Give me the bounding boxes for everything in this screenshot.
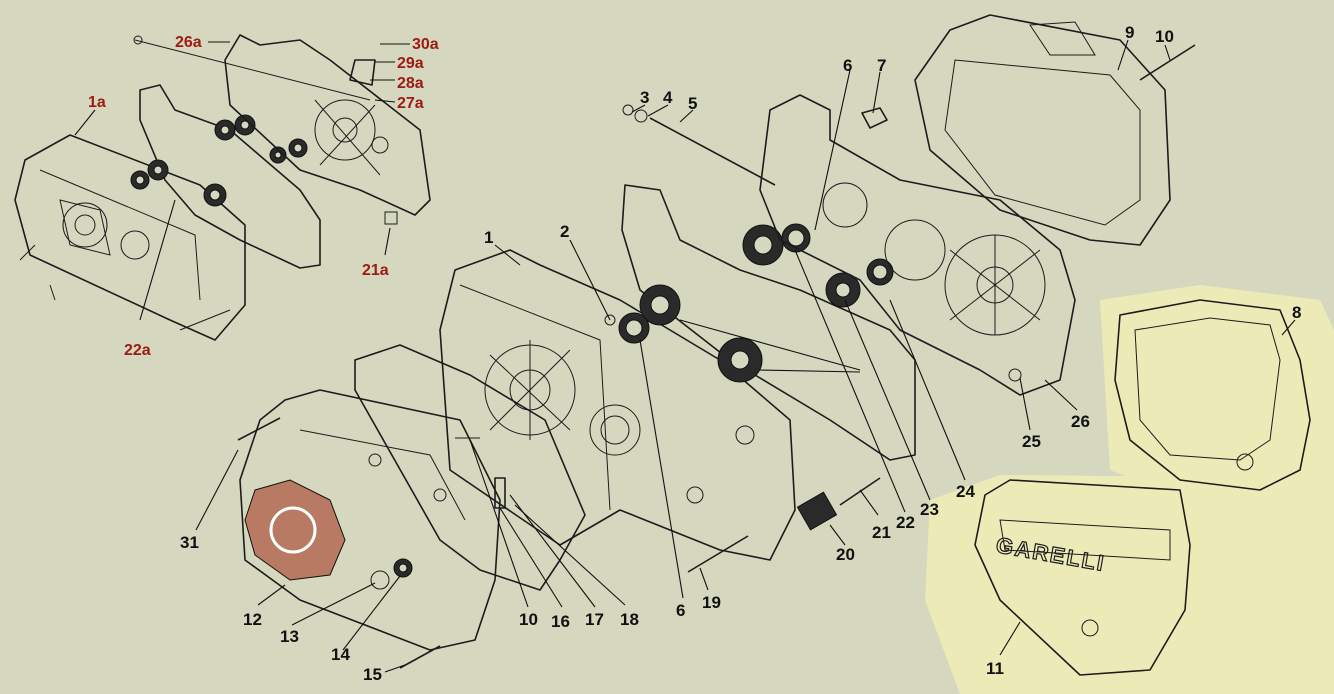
cover-11-highlight — [925, 475, 1334, 694]
cover-9 — [914, 14, 1171, 246]
label-5: 5 — [688, 94, 697, 113]
cover-8-highlight — [1100, 285, 1334, 510]
label-23: 23 — [920, 500, 939, 519]
label-10-top: 10 — [1155, 27, 1174, 46]
label-31: 31 — [180, 533, 199, 552]
label-7: 7 — [877, 56, 886, 75]
label-11: 11 — [986, 659, 1004, 678]
cover-plate-7 — [861, 107, 888, 129]
label-26a: 26a — [175, 34, 202, 51]
label-1: 1 — [484, 228, 493, 247]
bolt-5 — [649, 117, 776, 186]
label-18: 18 — [620, 610, 639, 629]
label-6-bottom: 6 — [676, 601, 685, 620]
label-12: 12 — [243, 610, 262, 629]
bolt-10-top — [1139, 44, 1196, 81]
variant-a-assembly — [14, 34, 431, 341]
label-16: 16 — [551, 612, 570, 631]
label-8: 8 — [1292, 303, 1301, 322]
label-24: 24 — [956, 482, 975, 501]
label-29a: 29a — [397, 55, 424, 72]
label-27a: 27a — [397, 95, 424, 112]
spring-20 — [796, 491, 838, 531]
label-2: 2 — [560, 222, 569, 241]
cover-8 — [1114, 299, 1311, 491]
label-10-bottom: 10 — [519, 610, 538, 629]
bolt-19 — [687, 535, 749, 573]
label-4: 4 — [663, 88, 673, 107]
crankcase-1 — [439, 249, 796, 561]
label-30a: 30a — [412, 36, 439, 53]
shaft-21 — [839, 477, 881, 506]
cover-11 — [974, 479, 1191, 676]
gasket-18 — [354, 344, 586, 591]
label-21a: 21a — [362, 262, 389, 279]
label-28a: 28a — [397, 75, 424, 92]
label-20: 20 — [836, 545, 855, 564]
label-13: 13 — [280, 627, 299, 646]
label-14: 14 — [331, 645, 350, 664]
label-25: 25 — [1022, 432, 1041, 451]
crankcase-half-right — [759, 94, 1076, 396]
label-26: 26 — [1071, 412, 1090, 431]
gasket-22a — [139, 84, 321, 269]
part-labels: 1a 22a 26a 30a 29a 28a 27a 21a 1 2 3 4 5… — [88, 23, 1301, 684]
label-22a: 22a — [124, 342, 151, 359]
label-17: 17 — [585, 610, 604, 629]
label-3: 3 — [640, 88, 649, 107]
label-9: 9 — [1125, 23, 1134, 42]
clutch-cover — [239, 389, 501, 651]
label-15: 15 — [363, 665, 382, 684]
crankcase-1a — [14, 134, 246, 341]
crankcase-half-a — [224, 34, 431, 216]
screw-31 — [237, 417, 281, 441]
sight-glass-12 — [244, 479, 346, 581]
label-22: 22 — [896, 513, 915, 532]
label-1a: 1a — [88, 94, 106, 111]
leader-lines — [74, 39, 1296, 673]
label-21: 21 — [872, 523, 891, 542]
label-6-top: 6 — [843, 56, 852, 75]
label-19: 19 — [702, 593, 721, 612]
screw-15 — [399, 645, 441, 669]
